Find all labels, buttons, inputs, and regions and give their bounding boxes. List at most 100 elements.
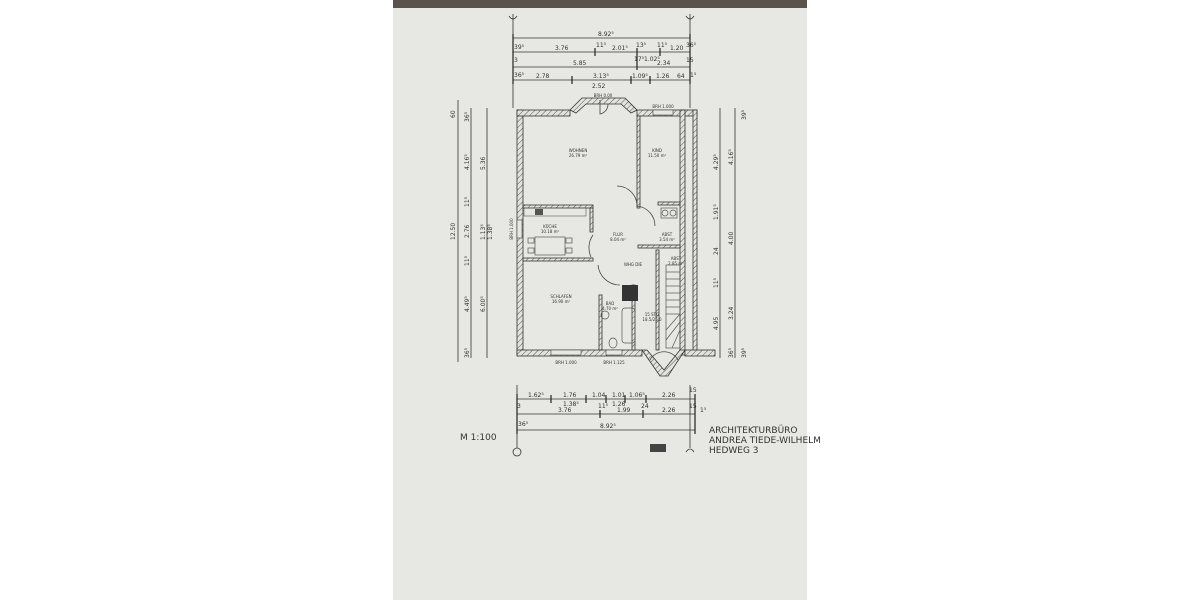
dimension-label: 6.00⁵ xyxy=(480,296,487,312)
shower-tray xyxy=(622,285,638,301)
dimension-label: HEDWEG 3 xyxy=(709,446,759,456)
dimension-label: ARCHITEKTURBÜRO xyxy=(709,425,798,436)
dimension-label: 1.26 xyxy=(656,73,670,80)
dimension-label: 24 xyxy=(713,247,720,255)
dimension-label: 1.13⁵ xyxy=(480,224,487,240)
dimension-label: 2.85 m² xyxy=(668,261,684,266)
dimension-label: 4.16⁵ xyxy=(464,154,471,170)
dimension-label: 1.38⁵ xyxy=(487,224,494,240)
staircase xyxy=(665,264,681,349)
dimension-label: 36⁵ xyxy=(464,347,471,358)
dimension-label: 18.5/25.0 xyxy=(642,317,662,322)
building-walls xyxy=(516,97,716,377)
dimension-label: 5.85 xyxy=(573,60,587,67)
dimension-label: 36⁵ xyxy=(728,347,735,358)
dimension-label: 1.91⁵ xyxy=(713,204,720,220)
top-dimensions: 8.92⁵ 39⁵ 3.76 11⁵ 2.01⁵ 13⁵ 11⁵ 1.20 36… xyxy=(512,31,697,90)
left-dimensions: 60 12.50 36⁵ 4.16⁵ 11⁵ 2.76 11⁵ 4.49⁵ 36… xyxy=(450,100,494,362)
room-kind: KIND xyxy=(652,148,662,153)
dimension-label: 1⁵ xyxy=(690,72,697,79)
dimension-label: 39⁵ xyxy=(741,347,748,358)
dimension-label: 2.26 xyxy=(662,407,676,414)
dimension-label: 12.50 xyxy=(450,223,457,240)
dimension-label: 4.00 xyxy=(728,231,735,245)
dimension-label: BRH 1.125 xyxy=(603,360,625,365)
dimension-label: 1.99 xyxy=(617,407,631,414)
dimension-label: 4.70 m² xyxy=(602,306,618,311)
dimension-label: 1.26 xyxy=(612,401,626,408)
dimension-label: BRH 1.000 xyxy=(652,104,674,109)
dimension-label: 2.34 xyxy=(657,60,671,67)
dimension-label: 1.38⁵ xyxy=(563,401,579,408)
stairs-label: 15 STG xyxy=(645,312,659,317)
dimension-label: 15 xyxy=(689,403,697,410)
dimension-label: 2.78 xyxy=(536,73,550,80)
dimension-label: 1⁵ xyxy=(700,407,707,414)
dimension-label: 1.09⁵ xyxy=(632,73,648,80)
wood-table-edge xyxy=(393,0,807,10)
dimension-label: 4.49⁵ xyxy=(464,296,471,312)
dim-total-width: 8.92⁵ xyxy=(598,31,614,38)
dimension-label: BRH 0.00 xyxy=(594,93,613,98)
dimension-label: 11⁵ xyxy=(464,196,471,207)
apartment-door: WHG DIE xyxy=(624,262,643,267)
dimension-label: 11⁵ xyxy=(598,403,609,410)
dimension-label: 36⁵ xyxy=(518,421,529,428)
dimension-label: 16.90 m² xyxy=(552,299,571,304)
room-wohnen: WOHNEN xyxy=(569,148,588,153)
room-schlafen: SCHLAFEN xyxy=(550,294,571,299)
dimension-label: ANDREA TIEDE-WILHELM xyxy=(709,436,821,446)
dimension-label: 11⁵ xyxy=(464,255,471,266)
dimension-label: 2.01⁵ xyxy=(612,45,628,52)
dimension-label: 3 xyxy=(517,403,521,410)
dimension-label: 4.16⁵ xyxy=(728,149,735,165)
room-abst-1: ABST xyxy=(662,232,673,237)
room-flur: FLUR xyxy=(613,232,623,237)
dimension-label: 8.92⁵ xyxy=(600,423,616,430)
dimension-label: 10.18 m² xyxy=(541,229,560,234)
stamp xyxy=(650,444,666,452)
dimension-label: 1.20 xyxy=(670,45,684,52)
dimension-label: 2.52 xyxy=(592,83,606,90)
dimension-label: 1.06⁵ xyxy=(629,392,645,399)
room-abst-2: ABST xyxy=(671,256,682,261)
dimension-label: 1.01 xyxy=(612,392,626,399)
bottom-dimensions: 1.62⁵ 1.76 1.04 1.01 1.06⁵ 2.26 15 1.38⁵… xyxy=(516,387,707,434)
room-bad: BAD xyxy=(606,301,615,306)
dimension-label: 11⁵ xyxy=(596,42,607,49)
dimension-label: 3.76 xyxy=(555,45,569,52)
dimension-label: 1.02⁵ xyxy=(644,56,660,63)
dimension-label: 26.79 m² xyxy=(569,153,588,158)
dimension-label: 3.54 m² xyxy=(659,237,675,242)
dimension-label: BRH 1.000 xyxy=(555,360,577,365)
fixtures xyxy=(527,100,681,361)
dimension-label: 1.62⁵ xyxy=(528,392,544,399)
dimension-label: 15 xyxy=(689,387,697,394)
dimension-label: 36⁵ xyxy=(514,72,525,79)
room-labels: WOHNEN 26.79 m² KIND 11.50 m² KÜCHE 10.1… xyxy=(509,93,684,365)
dimension-label: 5.36 xyxy=(480,156,487,170)
right-dimensions: 39⁵ 4.29⁵ 4.16⁵ 1.91⁵ 24 4.00 11⁵ 4.95 3… xyxy=(713,108,748,358)
dimension-label: 2.76 xyxy=(464,224,471,238)
architect-block: ARCHITEKTURBÜRO ANDREA TIEDE-WILHELM HED… xyxy=(709,425,821,456)
dimension-label: 11⁵ xyxy=(657,42,668,49)
dimension-label: 4.95 xyxy=(713,316,720,330)
dimension-label: 11.50 m² xyxy=(648,153,667,158)
dimension-label: 39⁵ xyxy=(741,109,748,120)
dimension-label: 60 xyxy=(450,110,457,118)
dimension-label: 24 xyxy=(641,403,649,410)
dimension-label: 3.13⁵ xyxy=(593,73,609,80)
dimension-label: 11⁵ xyxy=(713,277,720,288)
dimension-label: 13⁵ xyxy=(636,42,647,49)
scale-label: M 1:100 xyxy=(460,433,497,443)
dimension-label: 3 xyxy=(514,57,518,64)
dimension-label: 17⁵ xyxy=(634,56,645,63)
dimension-label: 64 xyxy=(677,73,685,80)
dimension-label: 1.04 xyxy=(592,392,606,399)
dimension-label: 36⁵ xyxy=(686,42,697,49)
dimension-label: 1.76 xyxy=(563,392,577,399)
room-kueche: KÜCHE xyxy=(543,224,557,229)
dimension-label: 36⁵ xyxy=(464,111,471,122)
dimension-label: 8.04 m² xyxy=(610,237,626,242)
